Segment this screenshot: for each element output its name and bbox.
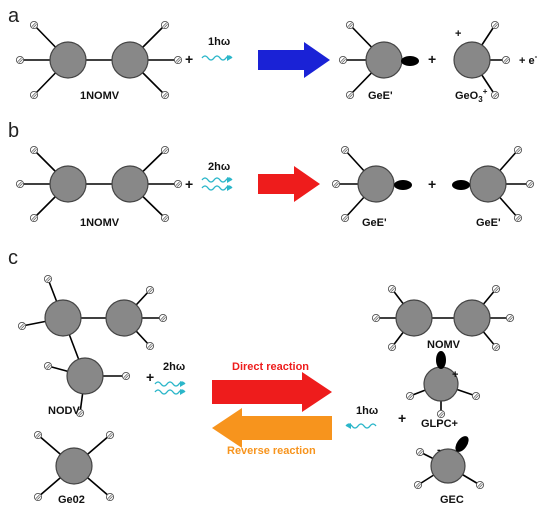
lone-pair-lobe (436, 351, 446, 369)
panel-b-photon: 2hω (201, 161, 233, 192)
panel-a-electron: + e- (519, 52, 538, 67)
panel-a-product-1-label: GeE' (368, 90, 393, 102)
photon-wave-icon (154, 388, 186, 396)
panel-b-reactant-label: 1NOMV (80, 217, 120, 229)
panel-c-photon-reverse-label: 1hω (356, 405, 378, 417)
photon-wave-icon (201, 184, 233, 192)
lone-pair-lobe (401, 56, 419, 66)
panel-c-nomv (371, 284, 515, 352)
reverse-reaction-arrow (212, 408, 332, 448)
glpc-charge: + (452, 369, 458, 381)
atom-ge-right (111, 41, 149, 79)
direct-reaction-label: Direct reaction (232, 361, 309, 373)
panel-a-photon: 1hω (201, 36, 233, 62)
panel-a-photon-label: 1hω (208, 36, 230, 48)
panel-a-plus-1: + (185, 51, 193, 67)
panel-b-plus-2: + (428, 176, 436, 192)
lone-pair-lobe (455, 436, 469, 452)
lone-pair-lobe (452, 180, 470, 190)
panel-c-photon-forward-label: 2hω (163, 361, 185, 373)
gec-charge: - (437, 444, 441, 456)
photon-wave-icon (201, 176, 233, 184)
lone-pair-lobe (394, 180, 412, 190)
panel-a-product-gee (338, 20, 419, 100)
panel-a-plus-2: + (428, 51, 436, 67)
panel-c-ge02-label: Ge02 (58, 494, 85, 506)
panel-c-glpc-label: GLPC+ (421, 418, 458, 430)
geo3-charge: + (455, 28, 461, 40)
panel-c-photon-forward: 2hω (154, 361, 186, 396)
panel-b-reactant (15, 145, 183, 223)
panel-c-nodv-label: NODV (48, 405, 80, 417)
direct-reaction-arrow (212, 372, 332, 412)
panel-b-letter: b (8, 120, 19, 142)
panel-b-plus-1: + (185, 176, 193, 192)
panel-c-photon-reverse: 1hω (345, 405, 378, 430)
photon-wave-icon (154, 380, 186, 388)
panel-c-letter: c (8, 247, 18, 269)
panel-b-product-1-label: GeE' (362, 217, 387, 229)
reverse-reaction-label: Reverse reaction (227, 445, 316, 457)
photon-wave-icon (201, 54, 233, 62)
photon-wave-icon (345, 422, 377, 430)
panel-a-arrow (258, 42, 330, 78)
atom-ge-left (49, 41, 87, 79)
panel-b-arrow (258, 166, 320, 202)
panel-b-product-gee-1 (331, 145, 412, 223)
panel-c-nomv-label: NOMV (427, 339, 461, 351)
panel-a-product-geo3: + (453, 20, 511, 100)
panel-b-product-2-label: GeE' (476, 217, 501, 229)
panel-c-glpc: + (405, 351, 481, 419)
panel-c-gec-label: GEC (440, 494, 464, 506)
panel-c-plus-left: + (146, 369, 154, 385)
panel-b-product-gee-2 (452, 145, 535, 223)
panel-c-nodv (17, 274, 168, 418)
panel-a-reactant-label: 1NOMV (80, 90, 120, 102)
panel-a-letter: a (8, 5, 20, 27)
panel-b-photon-label: 2hω (208, 161, 230, 173)
panel-c-plus-right: + (398, 410, 406, 426)
panel-a-reactant (15, 20, 183, 100)
panel-c-gec: - (413, 436, 485, 490)
panel-a-product-2-label: GeO3+ (455, 87, 488, 104)
panel-c-ge02 (33, 430, 115, 502)
